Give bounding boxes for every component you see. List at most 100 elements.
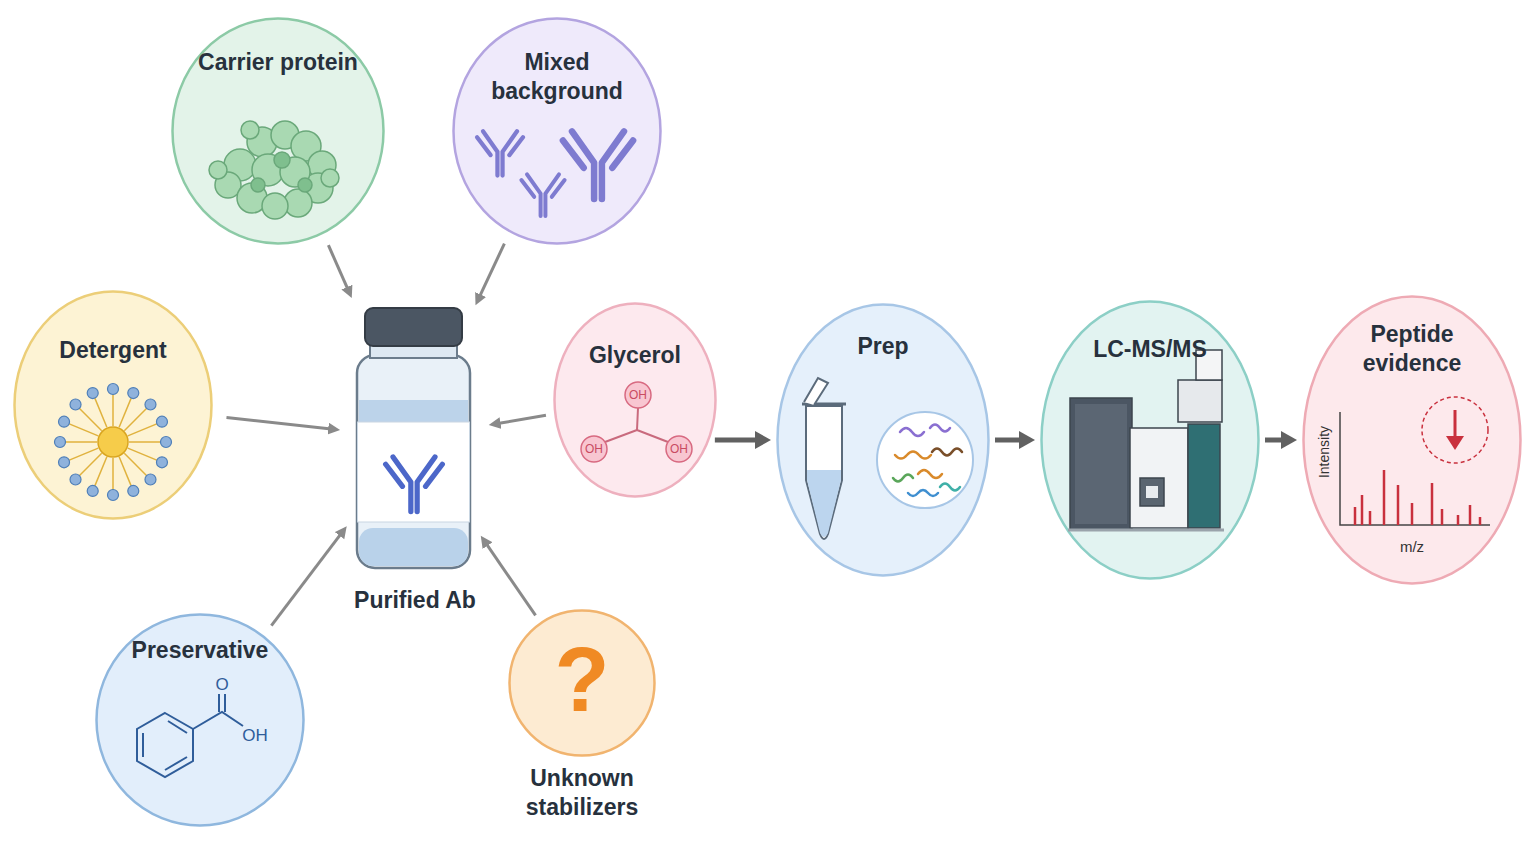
carrier-protein-blob-part [251, 178, 265, 192]
atom-label: OH [242, 727, 268, 744]
ellipse-outline [15, 292, 212, 519]
process-circle: ?Unknown stabilizers [492, 609, 672, 824]
mass-spectrometer-part [1146, 486, 1158, 498]
micelle-icon-part [87, 485, 98, 496]
spectrum-plot-part [1411, 503, 1414, 525]
input-arrow [498, 415, 546, 423]
micelle-icon-part [108, 490, 119, 501]
carrier-protein-blob-part [271, 121, 299, 149]
peptide-mixture-circle [877, 412, 973, 508]
vial-node: Purified Ab [340, 300, 490, 630]
carrier-protein-blob [209, 121, 339, 219]
micelle-icon-part [145, 399, 156, 410]
carrier-protein-blob-part [280, 157, 310, 187]
spectrum-plot-part [1383, 470, 1386, 525]
mass-spectrometer-part [1130, 428, 1188, 528]
glycerol-molecule-part [666, 436, 692, 462]
micelle-icon-part [59, 416, 70, 427]
micelle-icon-part [79, 408, 102, 431]
carrier-protein-blob-part [237, 183, 267, 213]
peptide-mixture-circle-part [932, 449, 962, 456]
mass-spectrometer-part [1075, 404, 1127, 524]
benzoic-acid-structure-part [137, 713, 193, 777]
spectrum-plot-part [1340, 412, 1490, 525]
input-arrow [271, 533, 341, 625]
ellipse-outline [1304, 297, 1521, 584]
carrier-protein-blob-part [274, 152, 290, 168]
mass-spectrometer-part [1178, 380, 1222, 422]
micelle-icon-part [69, 448, 99, 460]
peptide-mixture-circle-part [918, 470, 942, 478]
antibody-group-part [521, 174, 564, 216]
benzoic-acid-structure [137, 694, 243, 777]
micelle-icon-part [129, 441, 161, 443]
node-title: Purified Ab [340, 586, 490, 615]
ellipse-outline [173, 19, 384, 244]
input-arrow [226, 417, 331, 428]
carrier-protein-blob-part [262, 193, 288, 219]
micelle-icon-part [161, 437, 172, 448]
process-circle: LC-MS/MS [1040, 300, 1260, 580]
node-title: Unknown stabilizers [507, 764, 657, 822]
micelle-icon-part [87, 388, 98, 399]
mass-spectrometer-part [1068, 529, 1224, 532]
micelle-icon-part [112, 458, 114, 490]
node-title: Preservative [105, 636, 295, 665]
node-outline [340, 300, 490, 630]
carrier-protein-blob-part [291, 131, 321, 161]
micelle-icon-part [128, 388, 139, 399]
input-arrow [479, 244, 504, 298]
glycerol-molecule-part [605, 408, 668, 442]
micelle-icon-part [124, 408, 147, 431]
peptide-mixture-circle-part [900, 428, 924, 436]
vial-cap [365, 308, 462, 346]
micelle-icon-part [79, 453, 102, 476]
carrier-protein-blob-part [209, 161, 227, 179]
antibody-group-part [477, 131, 523, 175]
vial-antibody-part [386, 457, 443, 512]
process-circle: Carrier protein [171, 17, 385, 245]
peptide-mixture-circle-part [893, 475, 913, 482]
micelle-icon-part [70, 399, 81, 410]
atom-label: OH [629, 389, 647, 401]
micelle-icon-part [98, 427, 128, 457]
node-outline [13, 290, 213, 520]
node-title: LC-MS/MS [1055, 335, 1245, 364]
peptide-mixture-circle-part [908, 490, 938, 496]
node-title: Carrier protein [198, 48, 358, 77]
spectrum-plot-part [1457, 515, 1460, 525]
input-arrow [328, 245, 348, 290]
spectrum-plot-part [1469, 505, 1472, 525]
flow-arrow [995, 438, 1022, 443]
flow-arrow [715, 438, 758, 443]
vial-outline [357, 308, 470, 568]
vial-antibody [386, 457, 443, 512]
glycerol-molecule-part [625, 382, 651, 408]
process-circle: Preservative [95, 613, 305, 827]
axis-label: Intensity [1317, 426, 1331, 478]
carrier-protein-blob-part [247, 127, 277, 157]
vial-label [358, 422, 470, 522]
micelle-icon-part [95, 457, 107, 487]
micelle-icon-part [112, 394, 114, 426]
ellipse-outline [555, 304, 716, 497]
carrier-protein-blob-part [303, 173, 333, 203]
micelle-icon-part [69, 424, 99, 436]
process-circle: Mixed background [452, 17, 662, 245]
micelle-icon-part [128, 448, 158, 460]
atom-label: OH [585, 443, 603, 455]
node-title: Mixed background [477, 48, 637, 106]
atom-label: OH [670, 443, 688, 455]
prep-tube-part [804, 378, 828, 405]
micelle-icon [55, 384, 172, 501]
node-title: Peptide evidence [1332, 320, 1492, 378]
peptide-mixture-circle-part [940, 484, 960, 491]
micelle-icon-part [65, 441, 97, 443]
carrier-protein-blob-part [321, 169, 339, 187]
spectrum-plot [1340, 397, 1490, 525]
mass-spectrometer-part [1140, 478, 1164, 506]
micelle-icon-part [156, 457, 167, 468]
prep-tube-part [806, 406, 842, 539]
peptide-mixture-circle-part [877, 412, 973, 508]
